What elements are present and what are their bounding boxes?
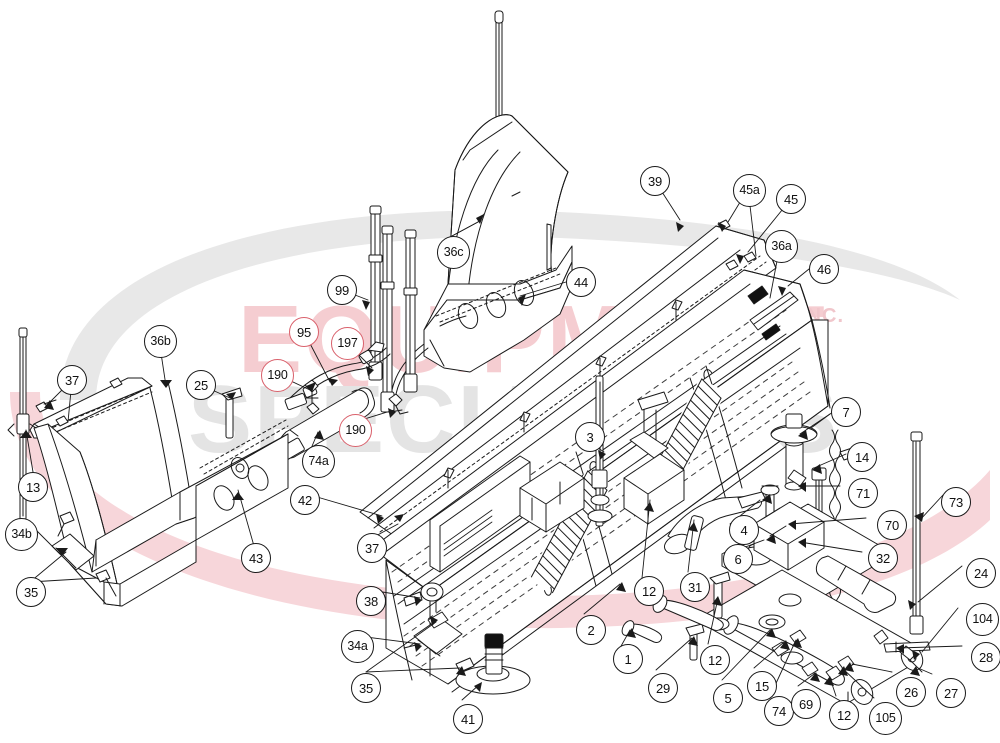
push-frame-assembly — [621, 501, 931, 705]
callout-32[interactable]: 32 — [868, 543, 898, 573]
callout-37[interactable]: 37 — [357, 533, 387, 563]
callout-104[interactable]: 104 — [966, 603, 999, 636]
callout-45a[interactable]: 45a — [733, 174, 766, 207]
center-pivot-assembly — [519, 375, 685, 533]
callout-71[interactable]: 71 — [848, 478, 878, 508]
callout-95[interactable]: 95 — [289, 317, 319, 347]
callout-34a[interactable]: 34a — [341, 630, 374, 663]
watermark-swoosh-icon — [60, 210, 960, 400]
hydraulic-cylinder-rods — [368, 205, 418, 413]
callout-5[interactable]: 5 — [713, 683, 743, 713]
callout-31[interactable]: 31 — [680, 572, 710, 602]
callout-13[interactable]: 13 — [18, 472, 48, 502]
callout-7[interactable]: 7 — [831, 397, 861, 427]
callout-73[interactable]: 73 — [941, 487, 971, 517]
callout-36b[interactable]: 36b — [144, 325, 177, 358]
callout-14[interactable]: 14 — [847, 442, 877, 472]
callout-105[interactable]: 105 — [869, 702, 902, 735]
callout-38[interactable]: 38 — [356, 586, 386, 616]
callout-39[interactable]: 39 — [640, 166, 670, 196]
callout-190[interactable]: 190 — [261, 359, 294, 392]
left-lower-bolts — [57, 511, 117, 597]
callout-99[interactable]: 99 — [327, 275, 357, 305]
right-marker-rod-73 — [909, 431, 924, 635]
callout-35[interactable]: 35 — [351, 673, 381, 703]
callout-12[interactable]: 12 — [700, 645, 730, 675]
callout-26[interactable]: 26 — [896, 677, 926, 707]
callout-34b[interactable]: 34b — [5, 518, 38, 551]
callout-43[interactable]: 43 — [241, 543, 271, 573]
callout-45[interactable]: 45 — [776, 184, 806, 214]
callout-27[interactable]: 27 — [936, 678, 966, 708]
callout-36a[interactable]: 36a — [765, 230, 798, 263]
lower-left-bracket — [403, 582, 475, 673]
callout-15[interactable]: 15 — [747, 671, 777, 701]
callout-190[interactable]: 190 — [339, 414, 372, 447]
callout-74[interactable]: 74 — [764, 696, 794, 726]
plow-shoe-41 — [455, 633, 531, 695]
callout-46[interactable]: 46 — [809, 254, 839, 284]
callout-41[interactable]: 41 — [453, 704, 483, 734]
callout-197[interactable]: 197 — [331, 327, 364, 360]
plow-wing-upper — [391, 114, 573, 395]
callout-1[interactable]: 1 — [613, 644, 643, 674]
callout-4[interactable]: 4 — [729, 515, 759, 545]
leader-arrowheads — [20, 214, 924, 692]
callout-70[interactable]: 70 — [877, 510, 907, 540]
callout-28[interactable]: 28 — [971, 642, 1000, 672]
callout-37[interactable]: 37 — [57, 365, 87, 395]
callout-3[interactable]: 3 — [575, 422, 605, 452]
callout-12[interactable]: 12 — [634, 576, 664, 606]
callout-35[interactable]: 35 — [16, 577, 46, 607]
callout-42[interactable]: 42 — [290, 485, 320, 515]
callout-2[interactable]: 2 — [576, 615, 606, 645]
callout-25[interactable]: 25 — [186, 370, 216, 400]
callout-36c[interactable]: 36c — [437, 236, 470, 269]
bracket-36a — [747, 285, 799, 341]
callout-69[interactable]: 69 — [791, 689, 821, 719]
callout-6[interactable]: 6 — [723, 544, 753, 574]
callout-24[interactable]: 24 — [966, 558, 996, 588]
callout-74a[interactable]: 74a — [302, 445, 335, 478]
callout-12[interactable]: 12 — [829, 700, 859, 730]
callout-29[interactable]: 29 — [648, 673, 678, 703]
callout-44[interactable]: 44 — [566, 267, 596, 297]
